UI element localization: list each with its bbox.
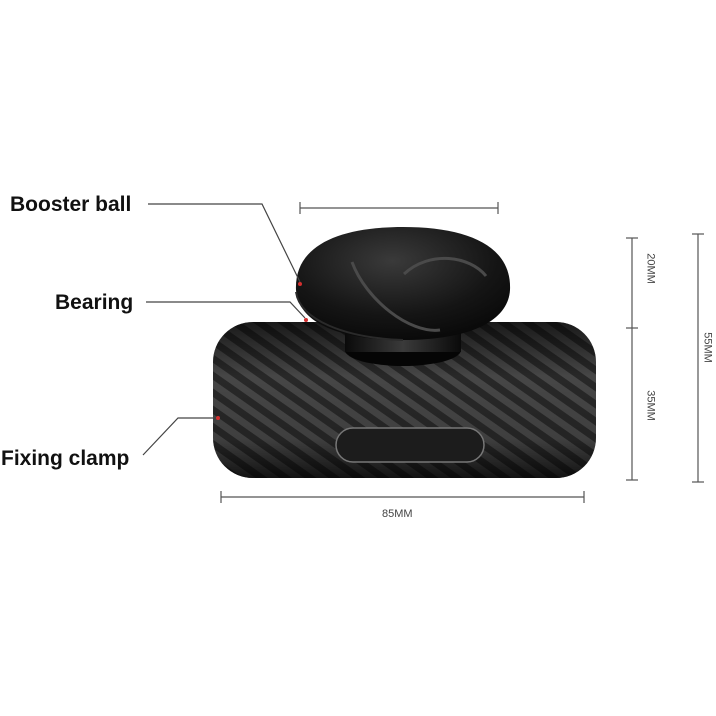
leader-markers bbox=[216, 282, 308, 420]
booster-ball-leader bbox=[148, 203, 301, 283]
fixing-clamp-label: Fixing clamp bbox=[1, 447, 130, 470]
bearing-label: Bearing bbox=[55, 291, 134, 314]
booster-ball-label: Booster ball bbox=[10, 193, 132, 216]
clamp-slot bbox=[335, 427, 485, 463]
fixing-clamp-body bbox=[213, 322, 596, 478]
total-height-label: 55MM bbox=[701, 332, 714, 363]
booster-ball bbox=[295, 227, 511, 341]
dimension-lines bbox=[220, 202, 704, 503]
knob-height-label: 20MM bbox=[644, 253, 657, 284]
clamp-height-label: 35MM bbox=[644, 390, 657, 421]
fixing-clamp-leader bbox=[142, 417, 218, 456]
clamp-width-label: 85MM bbox=[382, 508, 413, 520]
leader-lines bbox=[142, 203, 306, 456]
bearing-leader bbox=[146, 301, 306, 319]
